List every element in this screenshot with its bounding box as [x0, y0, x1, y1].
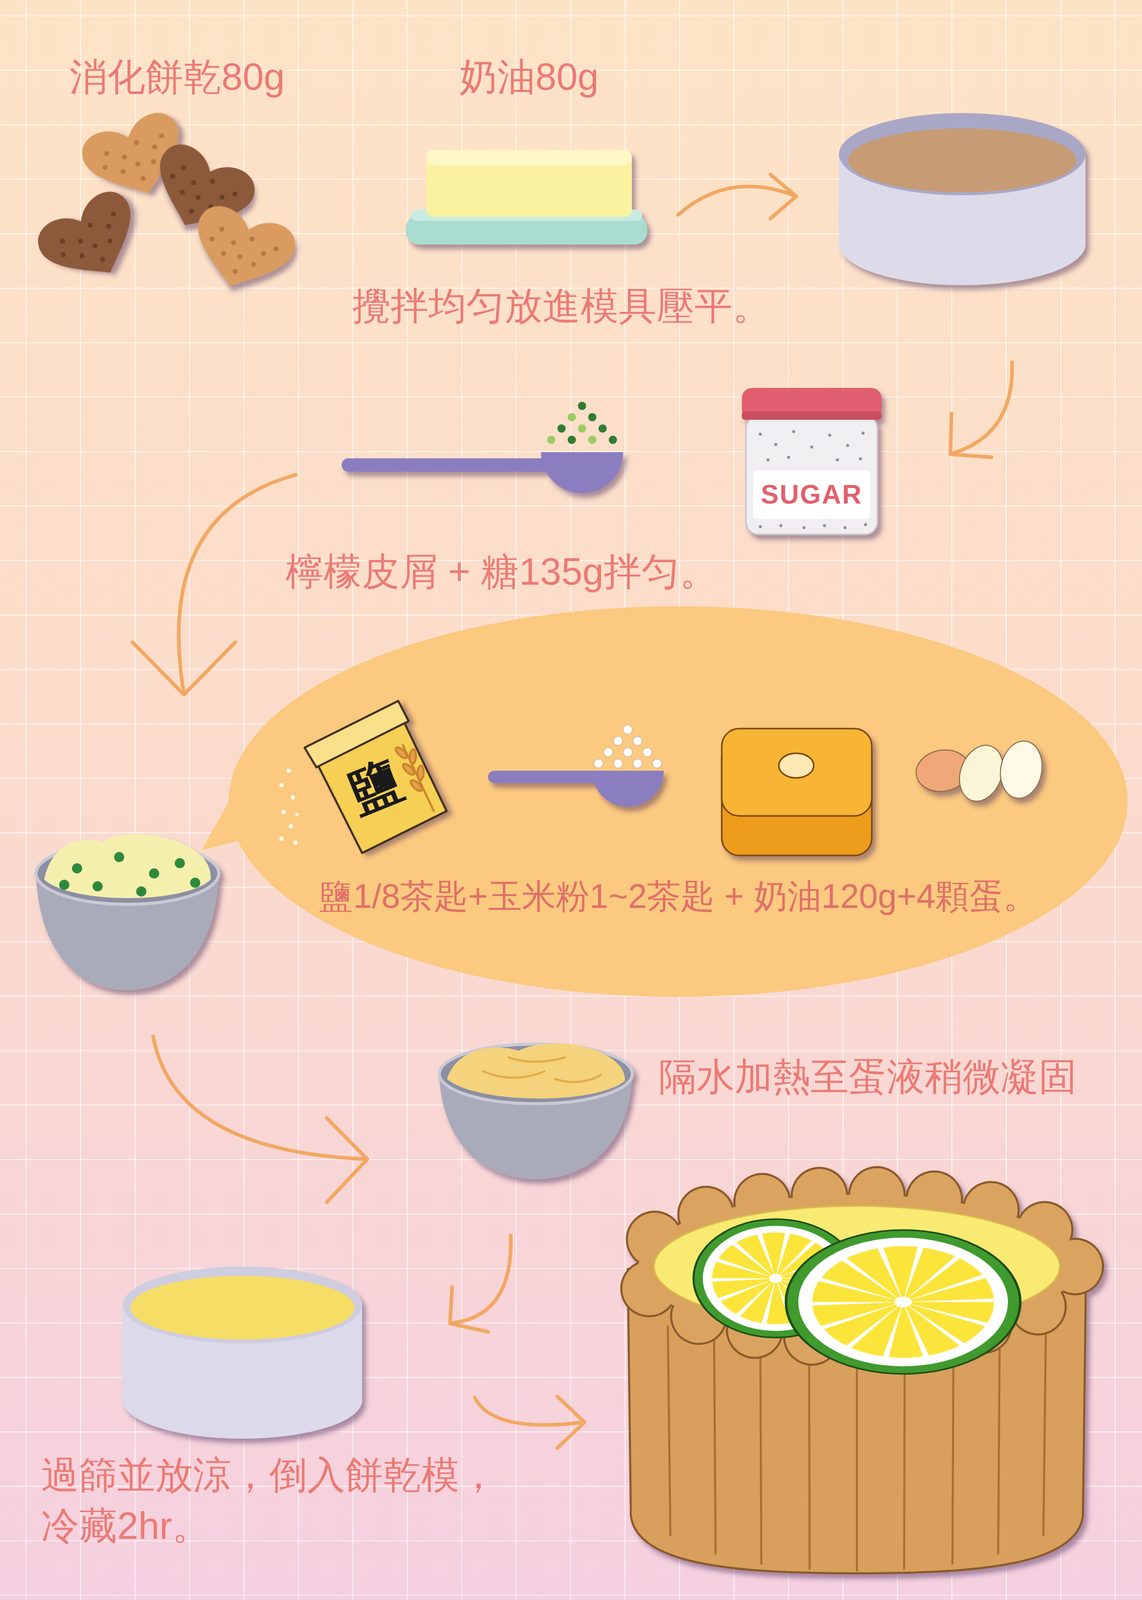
- mixing-bowl: [174, 857, 185, 869]
- butter-block: [426, 150, 632, 166]
- step-text: 過篩並放涼，倒入餅乾模，冷藏2hr。: [41, 1449, 500, 1551]
- butter-block: [405, 150, 648, 245]
- flow-arrows: [452, 1235, 511, 1323]
- zest-spoon: [341, 458, 550, 472]
- zest-spoon: [577, 401, 587, 410]
- mixing-bowl: [44, 833, 211, 898]
- custard-bowl: [439, 1043, 633, 1179]
- custard-bowl: [554, 1074, 602, 1082]
- lemon-tart: [667, 1325, 671, 1537]
- step-text: 檸檬皮屑 + 糖135g拌匀。: [285, 549, 718, 595]
- custard-bowl: [482, 1057, 602, 1082]
- lemon-tart: [1043, 1325, 1046, 1537]
- crust-pan: [838, 113, 1086, 286]
- flow-arrows: [326, 1117, 368, 1203]
- lemon-tart: [894, 1296, 912, 1307]
- zest-spoon: [341, 452, 624, 494]
- crust-pan: [848, 128, 1077, 193]
- zest-spoon: [341, 401, 624, 494]
- lemon-tart: [785, 1229, 1021, 1374]
- flow-arrows: [950, 413, 992, 458]
- ingredient-label: 消化餅乾80g: [69, 54, 285, 101]
- mixing-bowl: [114, 851, 125, 863]
- zest-spoon: [547, 435, 556, 444]
- sugar-jar-drawing: [741, 387, 882, 535]
- cookies: [30, 183, 154, 298]
- zest-spoon: [598, 424, 607, 433]
- lemon-tart: [627, 1194, 1087, 1574]
- step-text: 隔水加熱至蛋液稍微凝固: [658, 1054, 1077, 1100]
- lemon-tart: [798, 1237, 1008, 1367]
- flow-arrows: [450, 1286, 489, 1332]
- filling-pan: [122, 1266, 363, 1344]
- flow-arrows: [474, 1397, 584, 1425]
- zest-spoon: [557, 424, 566, 433]
- flow-arrows: [178, 474, 296, 694]
- flow-arrows: [132, 642, 236, 695]
- ingredient-label: 奶油80g: [459, 54, 599, 101]
- custard-bowl: [482, 1071, 545, 1078]
- mixing-bowl: [190, 877, 201, 888]
- mixing-bowl: [35, 833, 219, 990]
- bubble-outline: [228, 606, 1128, 997]
- crust-pan: [838, 113, 1086, 196]
- lemon-tart: [855, 1344, 858, 1571]
- cookies: [201, 223, 280, 285]
- lemon-tart: [952, 1340, 954, 1565]
- sugar-jar-shape: [739, 387, 884, 537]
- cookies: [182, 200, 301, 302]
- cookies: [30, 106, 301, 302]
- ingredient-bubble-text: 鹽1/8茶匙+玉米粉1~2茶匙 + 奶油120g+4顆蛋。: [319, 875, 1038, 917]
- sugar-jar-text: SUGAR: [760, 478, 863, 511]
- cookies: [182, 200, 301, 302]
- zest-spoon: [588, 435, 597, 444]
- lemon-tart: [853, 1270, 953, 1333]
- zest-spoon: [567, 435, 576, 444]
- mixing-bowl: [92, 881, 103, 892]
- lemon-tart: [785, 1229, 1021, 1374]
- zest-spoon: [588, 413, 597, 422]
- filling-pan: [122, 1266, 363, 1439]
- mixing-bowl: [59, 879, 70, 890]
- lemon-tart: [904, 1343, 905, 1570]
- mixing-bowl: [136, 886, 147, 897]
- filling-pan: [130, 1275, 355, 1340]
- salt-bag-drawing: [301, 699, 450, 859]
- flow-arrows: [557, 1396, 585, 1448]
- flow-arrows: [952, 362, 1013, 454]
- zest-spoon: [547, 401, 617, 444]
- lemon-tart: [714, 1335, 716, 1555]
- lemon-tart: [998, 1335, 1000, 1555]
- zest-spoon: [608, 435, 617, 444]
- cookies: [53, 208, 134, 279]
- custard-bowl: [508, 1057, 566, 1062]
- lemon-tart: [769, 1273, 782, 1283]
- mixing-bowl: [148, 868, 160, 879]
- ingredient-bubble: 鹽1/8茶匙+玉米粉1~2茶匙 + 奶油120g+4顆蛋。鹽: [228, 606, 1128, 997]
- mixing-bowl: [71, 863, 83, 874]
- flow-arrows: [153, 1036, 366, 1159]
- zest-spoon: [577, 424, 587, 433]
- lemon-tart: [760, 1340, 762, 1565]
- sugar-jar: SUGAR: [739, 387, 884, 537]
- zest-spoon: [540, 452, 624, 494]
- custard-bowl: [446, 1043, 625, 1099]
- zest-spoon: [567, 413, 576, 422]
- cookies: [30, 183, 154, 298]
- lemon-tart: [809, 1343, 810, 1570]
- flow-arrows: [770, 174, 797, 219]
- butter-block: [426, 150, 632, 217]
- mixing-bowl: [59, 851, 201, 897]
- step-text: 攪拌均匀放進模具壓平。: [352, 283, 771, 330]
